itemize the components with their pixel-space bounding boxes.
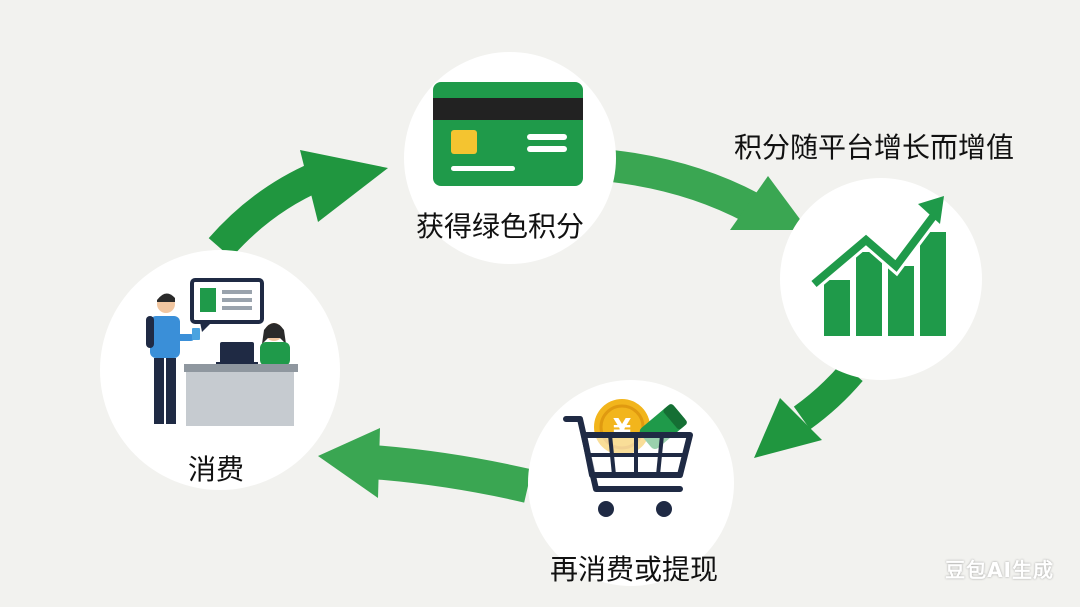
node-credits-label: 获得绿色积分	[416, 210, 585, 243]
node-reuse-label: 再消费或提现	[550, 553, 719, 586]
arrow-growth-to-reuse	[754, 362, 863, 458]
node-consume-label: 消费	[188, 453, 245, 486]
node-growth-label: 积分随平台增长而增值	[734, 131, 1015, 164]
checkout-counter-icon	[146, 278, 298, 426]
arrow-credits-to-growth	[610, 150, 808, 230]
watermark: 豆包AI生成	[945, 558, 1054, 582]
shopping-cart-coin-icon: ¥	[563, 399, 693, 517]
credit-card-icon	[433, 82, 583, 186]
arrow-reuse-to-consume	[318, 428, 532, 503]
arrow-consume-to-credits	[208, 150, 388, 258]
bar-chart-growth-icon	[810, 196, 946, 336]
